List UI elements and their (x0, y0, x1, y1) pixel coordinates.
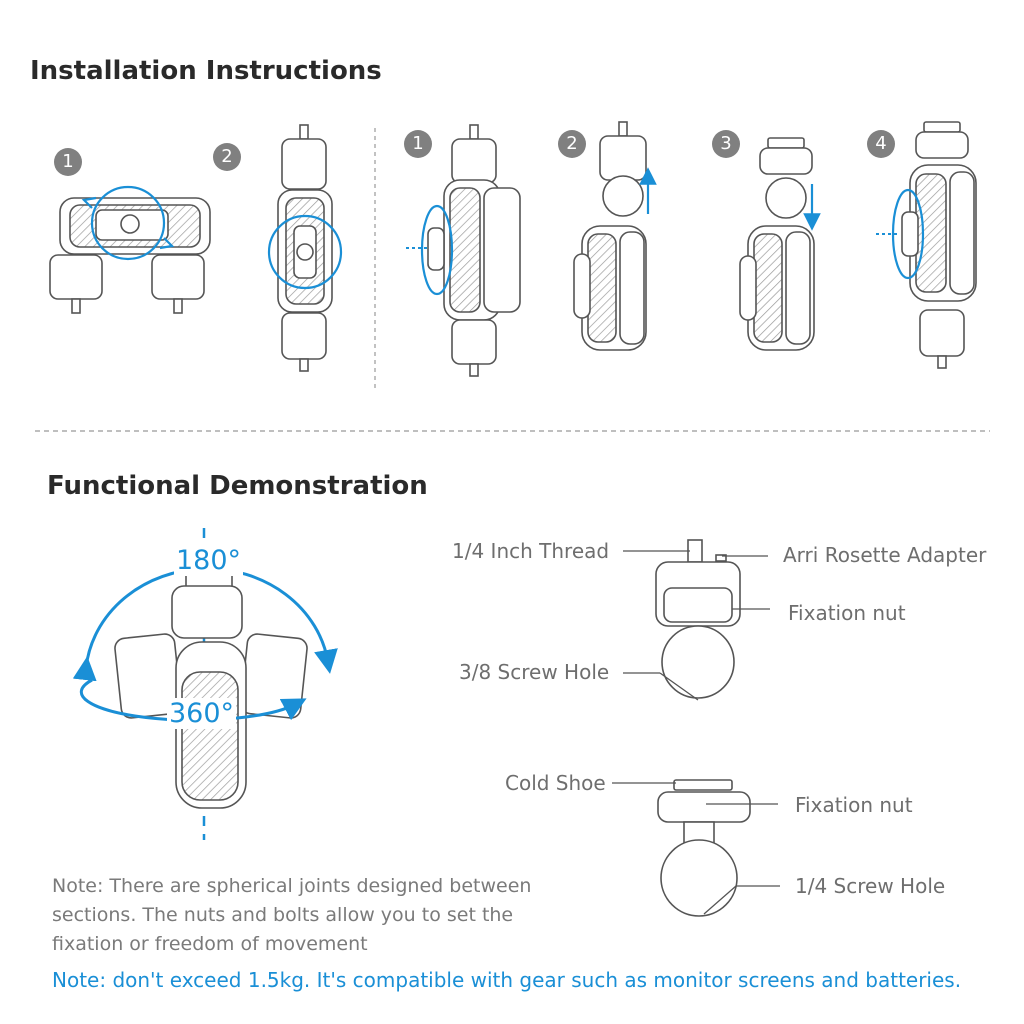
note-spherical-joints: Note: There are spherical joints designe… (52, 875, 532, 955)
coldshoe-part-illustration (612, 779, 780, 917)
arri-part-illustration (623, 539, 770, 701)
label-arri-rosette-adapter: Arri Rosette Adapter (783, 543, 987, 567)
right-step1-illustration (406, 124, 521, 377)
right-step4-illustration (876, 121, 977, 369)
step-badge-right-2: 2 (558, 130, 586, 158)
rotation-360-label: 360° (167, 698, 237, 729)
step-badge-right-4: 4 (867, 130, 895, 158)
step-badge-right-3: 3 (712, 130, 740, 158)
step-badge-left-1: 1 (54, 148, 82, 176)
note-weight-limit: Note: don't exceed 1.5kg. It's compatibl… (52, 968, 962, 992)
step-badge-left-2: 2 (213, 143, 241, 171)
label-quarter-inch-thread: 1/4 Inch Thread (452, 539, 610, 563)
demo-title: Functional Demonstration (47, 471, 428, 501)
label-fixation-nut-1: Fixation nut (788, 601, 906, 625)
label-3-8-screw-hole: 3/8 Screw Hole (459, 660, 610, 684)
right-step2-illustration (573, 121, 657, 351)
label-cold-shoe: Cold Shoe (505, 771, 606, 795)
right-step3-illustration (739, 137, 821, 351)
rotation-180-label: 180° (174, 545, 244, 576)
label-1-4-screw-hole: 1/4 Screw Hole (795, 874, 946, 898)
label-fixation-nut-2: Fixation nut (795, 793, 913, 817)
step-badge-right-1: 1 (404, 130, 432, 158)
left-step1-illustration (49, 185, 211, 314)
left-step2-illustration (267, 124, 343, 372)
installation-title: Installation Instructions (30, 56, 382, 86)
